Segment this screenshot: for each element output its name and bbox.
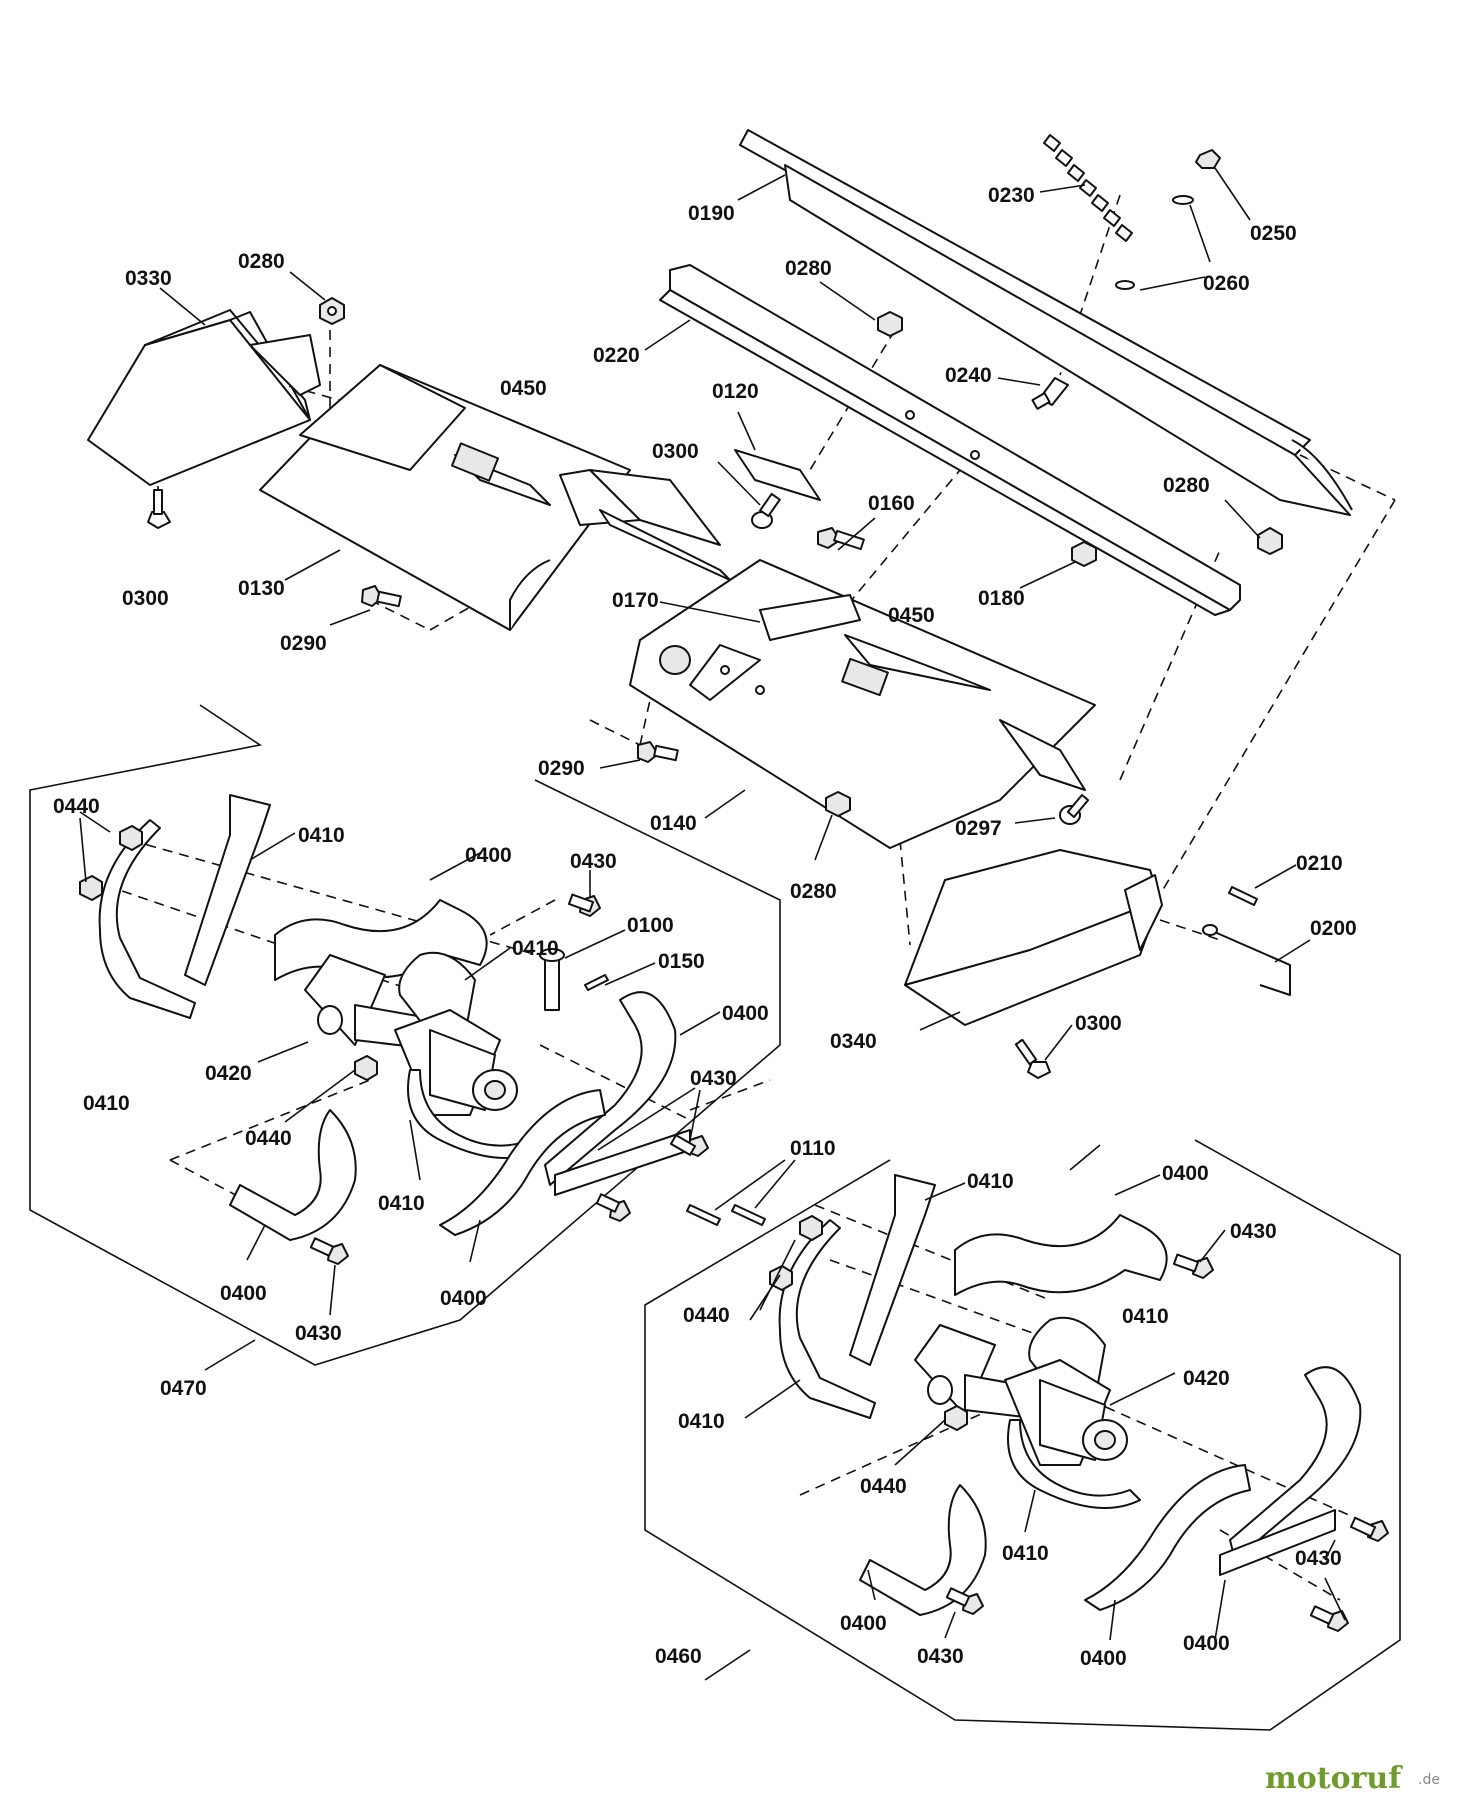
watermark-logo: motoruf .de xyxy=(1265,1761,1440,1796)
carriage-bolt-0300-top xyxy=(751,492,781,529)
label-0160: 0160 xyxy=(868,492,915,515)
label-0290: 0290 xyxy=(280,632,327,655)
nut-0280-top xyxy=(319,297,345,325)
label-0450: 0450 xyxy=(888,604,935,627)
end-plate-0340 xyxy=(904,849,1163,1026)
label-0430: 0430 xyxy=(570,850,617,873)
label-0290: 0290 xyxy=(538,757,585,780)
label-0440: 0440 xyxy=(53,795,100,818)
shield-0140 xyxy=(629,559,1096,849)
label-0400: 0400 xyxy=(1183,1632,1230,1655)
label-0410: 0410 xyxy=(298,824,345,847)
label-0240: 0240 xyxy=(945,364,992,387)
watermark-sub: .de xyxy=(1418,1772,1440,1788)
washers-0260 xyxy=(1115,195,1194,290)
nut-0280-right xyxy=(1257,527,1283,555)
end-plate-0330 xyxy=(87,309,321,486)
label-0410: 0410 xyxy=(678,1410,725,1433)
label-0210: 0210 xyxy=(1296,852,1343,875)
label-0430: 0430 xyxy=(1230,1220,1277,1243)
label-0460: 0460 xyxy=(655,1645,702,1668)
label-0430: 0430 xyxy=(1295,1547,1342,1570)
part-labels: 0190 0230 0250 0260 0330 0280 0280 0220 … xyxy=(53,184,1357,1670)
label-0440: 0440 xyxy=(683,1304,730,1327)
label-0450: 0450 xyxy=(500,377,547,400)
label-0400: 0400 xyxy=(220,1282,267,1305)
label-0440: 0440 xyxy=(860,1475,907,1498)
bolt-0300-left xyxy=(147,489,171,529)
shield-0130 xyxy=(259,364,731,631)
label-0430: 0430 xyxy=(690,1067,737,1090)
bolt-0300-lower xyxy=(1014,1038,1051,1079)
label-0297: 0297 xyxy=(955,817,1002,840)
nut-0280-mid xyxy=(877,311,903,337)
pin-0200 xyxy=(1202,924,1291,996)
label-0170: 0170 xyxy=(612,589,659,612)
label-0300: 0300 xyxy=(122,587,169,610)
label-0220: 0220 xyxy=(593,344,640,367)
label-0190: 0190 xyxy=(688,202,735,225)
watermark-main: motoruf xyxy=(1265,1761,1403,1796)
bolt-0297 xyxy=(1059,794,1090,825)
label-0400: 0400 xyxy=(465,844,512,867)
bolt-0240 xyxy=(1031,377,1069,410)
label-0410: 0410 xyxy=(1122,1305,1169,1328)
nut-0280-lower xyxy=(825,791,851,817)
label-0400: 0400 xyxy=(722,1002,769,1025)
label-0400: 0400 xyxy=(1080,1647,1127,1670)
bolt-0160 xyxy=(817,527,865,551)
label-0280: 0280 xyxy=(785,257,832,280)
label-0470: 0470 xyxy=(160,1377,207,1400)
label-0280: 0280 xyxy=(238,250,285,273)
pins-0110 xyxy=(686,1204,766,1226)
bolt-0290-lower xyxy=(637,741,679,763)
clip-0210 xyxy=(1228,886,1258,906)
nut-0180 xyxy=(1071,541,1097,567)
label-0200: 0200 xyxy=(1310,917,1357,940)
bolt-0290-top xyxy=(361,585,402,608)
label-0120: 0120 xyxy=(712,380,759,403)
label-0410: 0410 xyxy=(1002,1542,1049,1565)
assembly-frame-0460 xyxy=(644,1139,1401,1731)
label-0130: 0130 xyxy=(238,577,285,600)
label-0400: 0400 xyxy=(1162,1162,1209,1185)
label-0180: 0180 xyxy=(978,587,1025,610)
label-0420: 0420 xyxy=(205,1062,252,1085)
label-0260: 0260 xyxy=(1203,272,1250,295)
hitch-bar-0190 xyxy=(739,129,1353,516)
assembly-frame-0470 xyxy=(29,704,781,1366)
label-0340: 0340 xyxy=(830,1030,877,1053)
leader-lines xyxy=(79,167,1346,1681)
label-0140: 0140 xyxy=(650,812,697,835)
label-0100: 0100 xyxy=(627,914,674,937)
label-0150: 0150 xyxy=(658,950,705,973)
label-0400: 0400 xyxy=(840,1612,887,1635)
label-0330: 0330 xyxy=(125,267,172,290)
label-0300: 0300 xyxy=(652,440,699,463)
label-0280: 0280 xyxy=(790,880,837,903)
label-0410: 0410 xyxy=(967,1170,1014,1193)
label-0110: 0110 xyxy=(790,1137,836,1160)
label-0300: 0300 xyxy=(1075,1012,1122,1035)
label-0410: 0410 xyxy=(83,1092,130,1115)
label-0440: 0440 xyxy=(245,1127,292,1150)
label-0410: 0410 xyxy=(512,937,559,960)
label-0250: 0250 xyxy=(1250,222,1297,245)
deflector-bar-0220 xyxy=(659,264,1241,616)
label-0430: 0430 xyxy=(295,1322,342,1345)
label-0430: 0430 xyxy=(917,1645,964,1668)
label-0280: 0280 xyxy=(1163,474,1210,497)
nut-0250 xyxy=(1195,149,1221,169)
tine-assembly-right xyxy=(769,1174,1389,1632)
label-0400: 0400 xyxy=(440,1287,487,1310)
tine-assembly-left xyxy=(79,794,709,1265)
label-0410: 0410 xyxy=(378,1192,425,1215)
plate-0120 xyxy=(734,449,821,501)
chain-0230 xyxy=(1043,134,1133,242)
label-0420: 0420 xyxy=(1183,1367,1230,1390)
label-0230: 0230 xyxy=(988,184,1035,207)
